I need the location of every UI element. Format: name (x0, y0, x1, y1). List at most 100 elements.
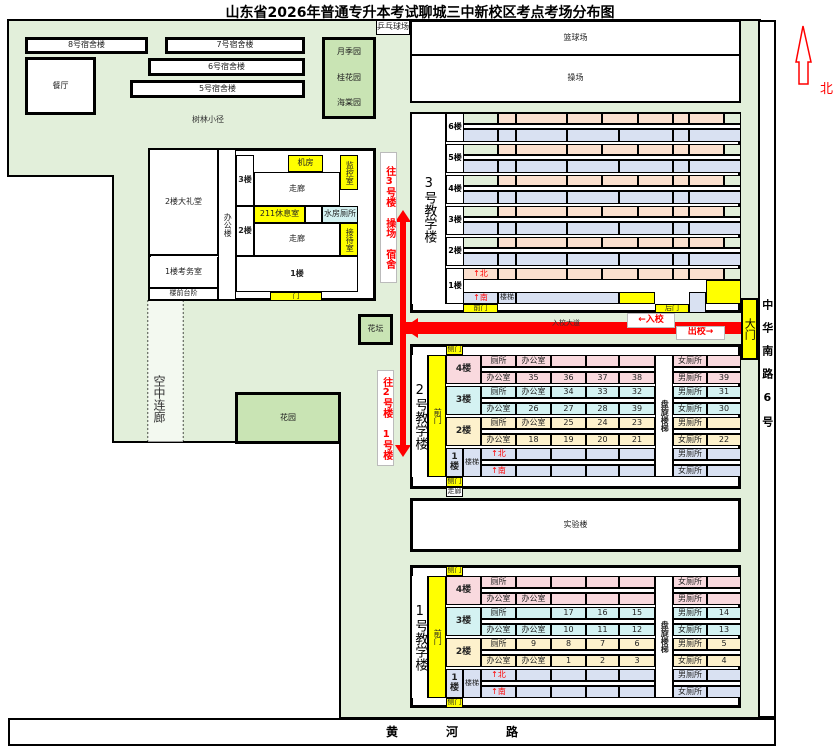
room-cell: 5 (707, 638, 741, 650)
front-steps: 楼前台阶 (150, 289, 218, 299)
room-bottom (673, 191, 689, 204)
room-bottom (619, 222, 673, 235)
room-bottom (673, 160, 689, 173)
room-bottom (463, 160, 498, 173)
room-bottom (673, 129, 689, 142)
rest-room-211: 211休息室 (254, 206, 305, 223)
restroom: 男厕所 (673, 607, 707, 619)
room-top (724, 206, 741, 217)
room-cell (619, 593, 655, 605)
room-cell: ↑北 (481, 448, 516, 460)
room-bottom (619, 191, 673, 204)
room-cell (586, 448, 619, 460)
room-bottom (689, 253, 741, 266)
room-cell: 25 (551, 417, 586, 429)
room-cell (586, 669, 619, 681)
room-top (498, 175, 516, 186)
restroom: 女厕所 (673, 686, 707, 698)
room-cell: 7 (586, 638, 619, 650)
auditorium: 2楼大礼堂 (150, 150, 218, 256)
floor-label: 1楼 (446, 669, 463, 698)
room-top: ↑北 (463, 268, 498, 280)
floor-label: 4楼 (446, 576, 481, 605)
room-top (638, 144, 673, 155)
room-bottom (567, 253, 619, 266)
floor-label-3: 4楼 (446, 175, 464, 204)
corridor (481, 429, 655, 434)
room-cell: 19 (551, 434, 586, 446)
spiral-stairs-1: 盘旋楼梯 (655, 576, 673, 698)
room-top (602, 237, 638, 248)
room-cell: 39 (707, 372, 741, 384)
room-bottom (516, 160, 567, 173)
room-top (516, 268, 567, 280)
room-top (689, 206, 724, 217)
room-cell (551, 576, 586, 588)
room-top (673, 144, 689, 155)
corridor (481, 681, 655, 686)
room-top (498, 144, 516, 155)
page-title: 山东省2026年普通专升本考试聊城三中新校区考点考场分布图 (225, 5, 615, 21)
room-cell: 办公室 (481, 372, 516, 384)
room-cell: 10 (551, 624, 586, 636)
room-top (567, 113, 602, 124)
restroom: 男厕所 (673, 386, 707, 398)
room-top (516, 175, 567, 186)
road-huanghe: 黄 河 路 (8, 718, 776, 746)
room-bottom (516, 191, 567, 204)
room-cell: 35 (516, 372, 551, 384)
floor-label: 4楼 (446, 355, 481, 384)
front-door-3: 前门 (463, 304, 498, 313)
floor-label-3: 5楼 (446, 144, 464, 173)
room-bottom (673, 253, 689, 266)
room-top (673, 175, 689, 186)
stairs: 楼梯 (463, 669, 481, 698)
room-bottom (673, 222, 689, 235)
room-top (638, 206, 673, 217)
room-cell: 24 (586, 417, 619, 429)
room-top (498, 237, 516, 248)
room-bottom (463, 191, 498, 204)
corridor (481, 367, 655, 372)
room-top (602, 144, 638, 155)
restroom: 男厕所 (673, 448, 707, 460)
room-top (638, 113, 673, 124)
room-cell: 38 (619, 372, 655, 384)
side-door-top: 侧门 (446, 345, 463, 355)
floor-label: 3楼 (446, 607, 481, 636)
room-bottom (619, 253, 673, 266)
room-cell (707, 576, 741, 588)
room-cell: 32 (619, 386, 655, 398)
corridor-3f: 走廊 (254, 172, 340, 206)
room-cell (586, 355, 619, 367)
room-top (724, 175, 741, 186)
room-bottom (516, 292, 619, 304)
room-top (567, 144, 602, 155)
room-top (602, 113, 638, 124)
building-2-name: 2号教学楼 (412, 355, 428, 477)
gardens: 月季园桂花园海棠园 (322, 37, 376, 119)
room-cell: 28 (586, 403, 619, 415)
room-top (602, 206, 638, 217)
room-top (638, 237, 673, 248)
room-cell: 23 (619, 417, 655, 429)
room-bottom (619, 160, 673, 173)
room-top (673, 237, 689, 248)
stairs: 楼梯 (463, 448, 481, 477)
restroom: 女厕所 (673, 465, 707, 477)
room-top (516, 206, 567, 217)
restroom: 男厕所 (673, 669, 707, 681)
room-cell: 22 (707, 434, 741, 446)
building-2-name-text: 2号教学楼 (412, 382, 428, 450)
water-restroom: 水房厕所 (322, 206, 358, 223)
room-top (463, 144, 498, 155)
room-cell: 办公室 (481, 593, 516, 605)
room-top (689, 268, 724, 280)
room-top (567, 175, 602, 186)
room-cell: 办公室 (516, 593, 551, 605)
room-cell: 2 (586, 655, 619, 667)
room-cell: 4 (707, 655, 741, 667)
room-top (724, 144, 741, 155)
spiral-stairs-1-text: 盘旋楼梯 (660, 621, 670, 653)
office-floor-3: 3楼 (236, 155, 254, 206)
